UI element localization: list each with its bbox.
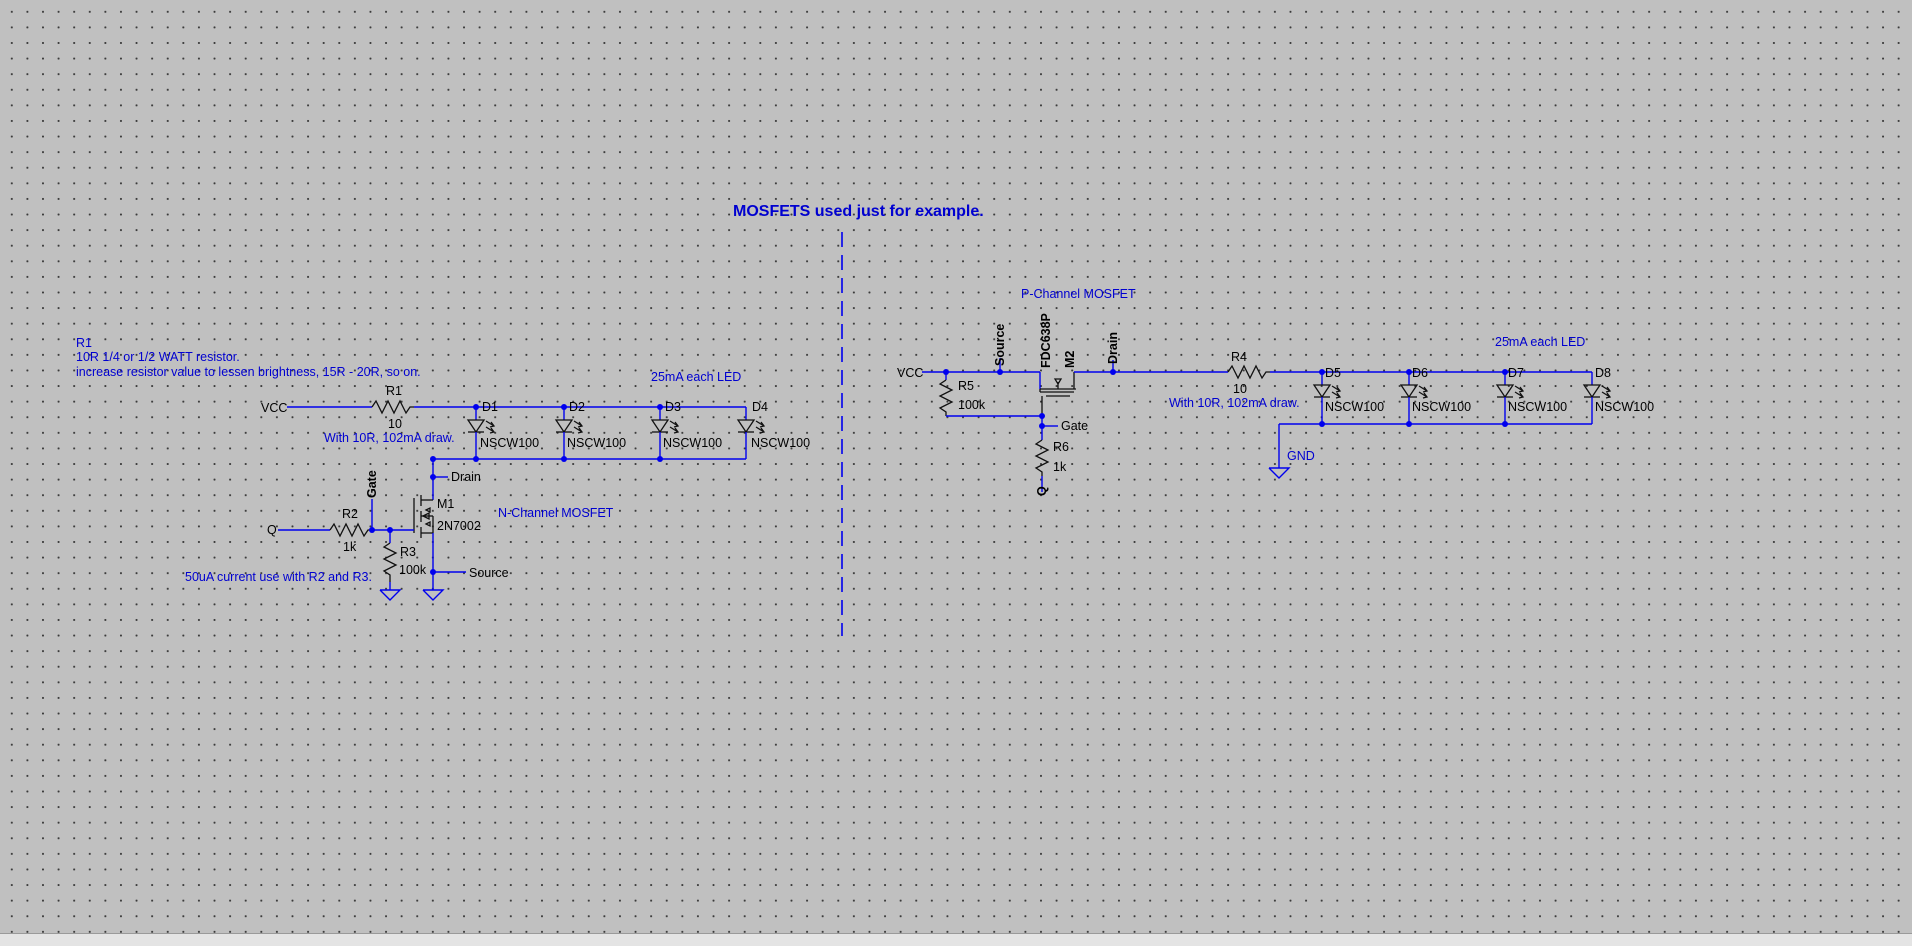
r2-ref: R2: [342, 507, 358, 521]
d3-ref: D3: [665, 400, 681, 414]
resistor-r2[interactable]: R2 1k: [329, 507, 372, 554]
right-junctions: [943, 369, 1508, 429]
right-draw-note: With 10R, 102mA draw.: [1169, 396, 1300, 410]
gnd-net[interactable]: GND: [1268, 424, 1315, 479]
d7-value: NSCW100: [1508, 400, 1567, 414]
d6-ref: D6: [1412, 366, 1428, 380]
resistor-r5[interactable]: R5 100k: [938, 372, 986, 416]
gate-left-label: Gate: [365, 470, 379, 498]
gnd-label: GND: [1287, 449, 1315, 463]
resistor-r6[interactable]: R6 1k: [1034, 426, 1069, 492]
resistor-r4[interactable]: R4 10: [1227, 350, 1270, 396]
led-d5[interactable]: D5 NSCW100: [1313, 366, 1384, 425]
gate-left-net[interactable]: Gate: [365, 470, 379, 530]
mosfet-m1[interactable]: M1 2N7002: [413, 495, 481, 572]
drain-right-net[interactable]: Drain: [1074, 332, 1228, 373]
led-d6[interactable]: D6 NSCW100: [1400, 366, 1471, 425]
gate-right-label: Gate: [1061, 419, 1088, 433]
q-left-label: Q: [267, 523, 277, 537]
left-junctions: [369, 404, 663, 575]
mosfet-m2[interactable]: FDC638P M2: [1039, 313, 1077, 416]
left-per-led-note: 25mA each LED: [651, 370, 741, 384]
status-bar: [0, 933, 1912, 946]
q-right-label: Q: [1035, 486, 1049, 496]
m1-ref: M1: [437, 497, 454, 511]
r3-ref: R3: [400, 545, 416, 559]
resistor-r3[interactable]: R3 100k: [382, 530, 427, 590]
d6-value: NSCW100: [1412, 400, 1471, 414]
r6-ref: R6: [1053, 440, 1069, 454]
gate-right-net[interactable]: Gate: [1041, 416, 1088, 433]
r4-ref: R4: [1231, 350, 1247, 364]
r3-value: 100k: [399, 563, 427, 577]
d8-ref: D8: [1595, 366, 1611, 380]
m1-value: 2N7002: [437, 519, 481, 533]
led-d8[interactable]: D8 NSCW100: [1583, 366, 1654, 425]
r2-value: 1k: [343, 540, 357, 554]
d5-value: NSCW100: [1325, 400, 1384, 414]
q-right-net[interactable]: Q: [1035, 486, 1049, 496]
n-channel-note: N-Channel MOSFET: [498, 506, 614, 520]
d4-value: NSCW100: [751, 436, 810, 450]
drain-right-label: Drain: [1106, 332, 1120, 364]
drain-left-net[interactable]: Drain: [432, 470, 481, 500]
r1-value: 10: [388, 417, 402, 431]
r1-ref: R1: [386, 384, 402, 398]
vcc-right-label: VCC: [897, 366, 923, 380]
source-right-label: Source: [993, 324, 1007, 366]
r1-note-heading: R1: [76, 336, 92, 350]
r1-note-line2: increase resistor value to lessen bright…: [76, 365, 421, 379]
d2-value: NSCW100: [567, 436, 626, 450]
led-d4[interactable]: D4 NSCW100: [737, 400, 810, 460]
r5-value: 100k: [958, 398, 986, 412]
resistor-r1[interactable]: R1 10: [371, 384, 414, 431]
ground-symbol-r3: [379, 589, 402, 601]
r6-value: 1k: [1053, 460, 1067, 474]
led-d1[interactable]: D1 NSCW100: [467, 400, 539, 460]
source-left-net[interactable]: Source: [432, 566, 509, 590]
d8-value: NSCW100: [1595, 400, 1654, 414]
current-use-note: 50uA current use with R2 and R3.: [185, 570, 372, 584]
left-draw-note: With 10R, 102mA draw.: [324, 431, 455, 445]
vcc-right-net[interactable]: VCC: [897, 366, 1040, 380]
r1-note-line1: 10R 1/4 or 1/2 WATT resistor.: [76, 350, 240, 364]
led-d3[interactable]: D3 NSCW100: [651, 400, 722, 460]
source-left-label: Source: [469, 566, 509, 580]
source-right-net[interactable]: Source: [993, 324, 1007, 372]
r4-value: 10: [1233, 382, 1247, 396]
vcc-left-net[interactable]: VCC: [261, 401, 746, 415]
led-d2[interactable]: D2 NSCW100: [555, 400, 626, 460]
r5-ref: R5: [958, 379, 974, 393]
d4-ref: D4: [752, 400, 768, 414]
d3-value: NSCW100: [663, 436, 722, 450]
led-d7[interactable]: D7 NSCW100: [1496, 366, 1567, 425]
right-per-led-note: 25mA each LED: [1495, 335, 1585, 349]
ground-symbol-m1: [422, 589, 445, 601]
diagram-title: MOSFETS used just for example.: [733, 203, 984, 220]
d5-ref: D5: [1325, 366, 1341, 380]
d7-ref: D7: [1508, 366, 1524, 380]
drain-left-label: Drain: [451, 470, 481, 484]
m2-ref: M2: [1063, 351, 1077, 368]
p-channel-note: P-Channel MOSFET: [1021, 287, 1136, 301]
d2-ref: D2: [569, 400, 585, 414]
d1-ref: D1: [482, 400, 498, 414]
vcc-left-label: VCC: [261, 401, 287, 415]
d1-value: NSCW100: [480, 436, 539, 450]
m2-value: FDC638P: [1039, 313, 1053, 368]
q-left-net[interactable]: Q: [267, 523, 330, 537]
